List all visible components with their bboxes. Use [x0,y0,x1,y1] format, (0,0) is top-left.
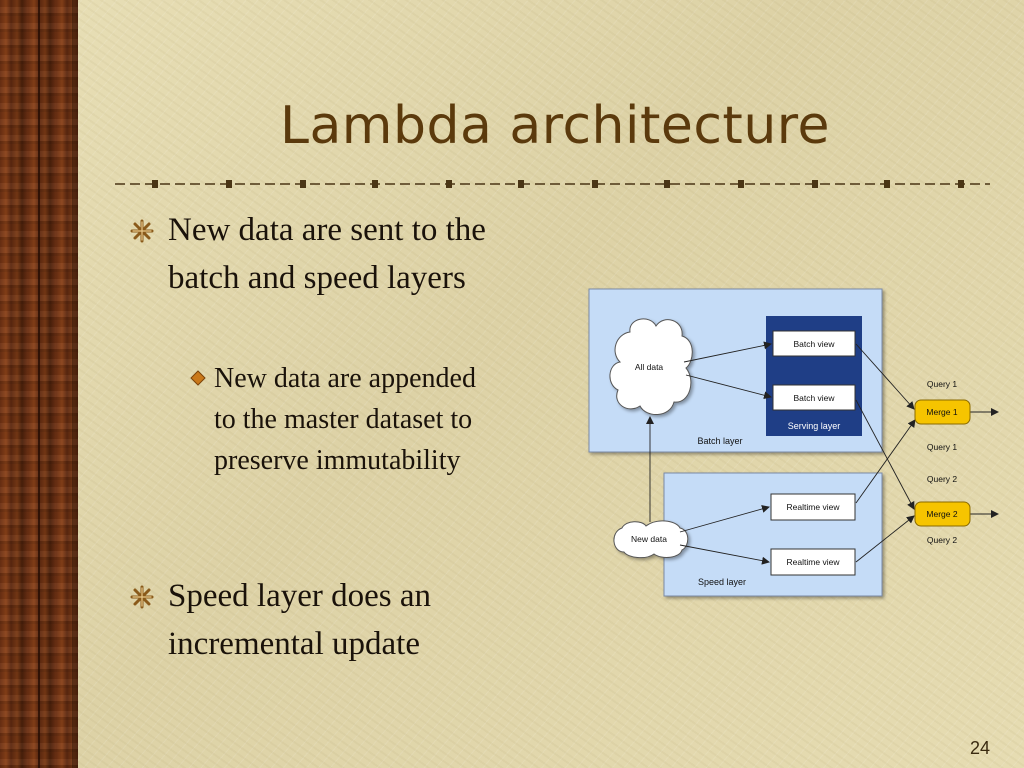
bullet-text: Speed layer does an incremental update [168,578,431,662]
query-2-top-label: Query 2 [927,474,958,484]
arrow-bv2-to-merge2 [855,399,915,510]
realtime-view-1-label: Realtime view [787,502,841,512]
new-data-cloud [613,520,689,559]
title-divider [115,180,990,188]
query-1-top-label: Query 1 [927,379,958,389]
asterisk-starburst-icon [130,219,154,243]
arrow-rv1-to-merge1 [855,419,916,504]
merge-2-node [914,501,971,527]
diamond-icon [190,370,206,386]
batch-view-1 [772,330,856,357]
bullet-text: New data are sent to the batch and speed… [168,212,486,296]
page-number: 24 [969,738,990,758]
arrow-rv2-to-merge2 [855,515,915,563]
merge-2-label: Merge 2 [926,509,957,519]
query-2-bottom-label: Query 2 [927,535,958,545]
merge-1-node [914,399,971,425]
arrow-new-to-rv2 [679,544,770,565]
sub-bullet-text: New data are appended to the master data… [214,363,476,476]
realtime-view-2 [770,548,856,576]
batch-view-2 [772,384,856,411]
arrow-alldata-to-bv2 [685,374,772,400]
merge-1-label: Merge 1 [926,407,957,417]
new-data-label: New data [631,534,667,544]
all-data-label: All data [635,362,664,372]
realtime-view-2-label: Realtime view [787,557,841,567]
speed-layer-box [663,472,883,597]
arrow-new-to-rv1 [679,505,770,533]
speed-layer-label: Speed layer [698,577,746,587]
batch-layer-label: Batch layer [697,436,742,446]
serving-layer-label: Serving layer [788,421,841,431]
arrow-bv1-to-merge1 [855,343,915,410]
batch-view-2-label: Batch view [793,393,835,403]
all-data-cloud [609,318,693,415]
query-1-bottom-label: Query 1 [927,442,958,452]
realtime-view-1 [770,493,856,521]
batch-view-1-label: Batch view [793,339,835,349]
arrow-alldata-to-bv1 [683,341,772,363]
wood-sidebar [0,0,78,768]
asterisk-starburst-icon [130,585,154,609]
slide-title: Lambda architecture [279,96,831,156]
